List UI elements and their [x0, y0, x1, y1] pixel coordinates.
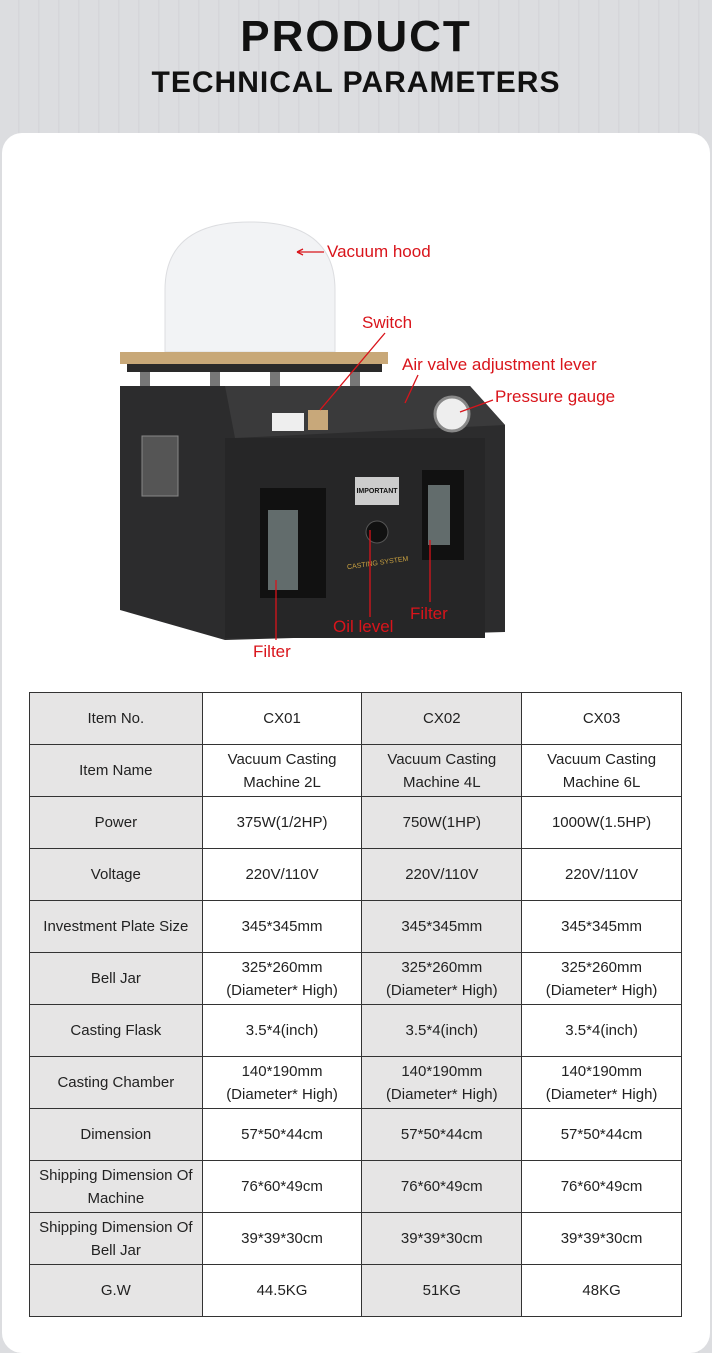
table-cell: CX01 — [201, 692, 363, 745]
row-label: Shipping Dimension Of Machine — [29, 1160, 203, 1213]
table-cell: 140*190mm (Diameter* High) — [201, 1056, 363, 1109]
page-title: PRODUCT — [240, 12, 472, 61]
table-cell: 57*50*44cm — [521, 1108, 682, 1161]
table-cell: Vacuum Casting Machine 2L — [201, 744, 363, 797]
table-cell: Vacuum Casting Machine 4L — [361, 744, 523, 797]
vacuum-casting-machine: IMPORTANT CASTING SYSTEM — [120, 221, 505, 640]
row-label: Casting Chamber — [29, 1056, 203, 1109]
table-cell: 220V/110V — [201, 848, 363, 901]
table-cell: 375W(1/2HP) — [201, 796, 363, 849]
callout-air-valve: Air valve adjustment lever — [402, 355, 597, 374]
row-label: G.W — [29, 1264, 203, 1317]
row-label: Investment Plate Size — [29, 900, 203, 953]
table-cell: 220V/110V — [361, 848, 523, 901]
callout-lines — [275, 248, 494, 640]
table-cell: 76*60*49cm — [201, 1160, 363, 1213]
table-cell: 76*60*49cm — [521, 1160, 682, 1213]
table-cell: 750W(1HP) — [361, 796, 523, 849]
table-cell: 345*345mm — [201, 900, 363, 953]
table-cell: 140*190mm (Diameter* High) — [521, 1056, 682, 1109]
table-cell: 39*39*30cm — [521, 1212, 682, 1265]
row-label: Item Name — [29, 744, 203, 797]
table-cell: 345*345mm — [521, 900, 682, 953]
table-cell: 57*50*44cm — [361, 1108, 523, 1161]
row-label: Item No. — [29, 692, 203, 745]
table-cell: 39*39*30cm — [361, 1212, 523, 1265]
callout-filter-left: Filter — [253, 642, 291, 661]
important-plate: IMPORTANT — [356, 488, 398, 495]
callout-pressure-gauge: Pressure gauge — [495, 387, 616, 406]
table-cell: 44.5KG — [201, 1264, 363, 1317]
row-label: Voltage — [29, 848, 203, 901]
page-subtitle: TECHNICAL PARAMETERS — [151, 66, 561, 99]
table-cell: 76*60*49cm — [361, 1160, 523, 1213]
table-cell: 345*345mm — [361, 900, 523, 953]
table-cell: 325*260mm (Diameter* High) — [521, 952, 682, 1005]
table-cell: 140*190mm (Diameter* High) — [361, 1056, 523, 1109]
table-cell: 325*260mm (Diameter* High) — [201, 952, 363, 1005]
table-cell: 57*50*44cm — [201, 1108, 363, 1161]
table-cell: Vacuum Casting Machine 6L — [521, 744, 682, 797]
callout-filter-right: Filter — [410, 604, 448, 623]
callout-switch: Switch — [362, 313, 413, 332]
callout-vacuum-hood: Vacuum hood — [327, 242, 431, 261]
table-cell: 3.5*4(inch) — [521, 1004, 682, 1057]
table-cell: CX03 — [521, 692, 682, 745]
callout-oil-level: Oil level — [333, 617, 394, 636]
table-cell: 325*260mm (Diameter* High) — [361, 952, 523, 1005]
table-cell: 48KG — [521, 1264, 682, 1317]
table-cell: 51KG — [361, 1264, 523, 1317]
row-label: Power — [29, 796, 203, 849]
table-cell: 3.5*4(inch) — [201, 1004, 363, 1057]
table-cell: CX02 — [361, 692, 523, 745]
table-cell: 39*39*30cm — [201, 1212, 363, 1265]
row-label: Dimension — [29, 1108, 203, 1161]
row-label: Casting Flask — [29, 1004, 203, 1057]
table-cell: 3.5*4(inch) — [361, 1004, 523, 1057]
product-image: IMPORTANT CASTING SYSTEM — [120, 221, 505, 640]
row-label: Shipping Dimension Of Bell Jar — [29, 1212, 203, 1265]
table-cell: 220V/110V — [521, 848, 682, 901]
table-cell: 1000W(1.5HP) — [521, 796, 682, 849]
row-label: Bell Jar — [29, 952, 203, 1005]
